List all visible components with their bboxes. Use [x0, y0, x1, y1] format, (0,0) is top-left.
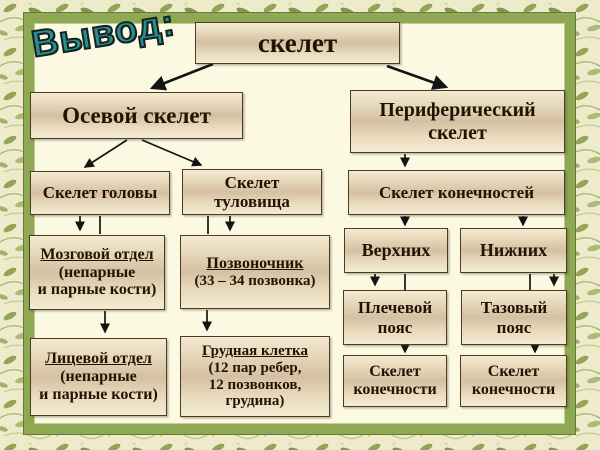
node-perifericheskiy-skelet: Периферический скелет	[350, 90, 565, 153]
node-mozgovoy-otdel: Мозговой отдел (непарные и парные кости)	[29, 235, 165, 310]
node-title: Мозговой отдел	[40, 245, 154, 263]
node-line: Тазовый	[480, 298, 548, 318]
node-title: Грудная клетка	[202, 342, 308, 359]
node-line: и парные кости)	[37, 281, 157, 299]
node-line: и парные кости)	[39, 385, 158, 403]
node-label: Верхних	[361, 240, 431, 261]
node-line: (непарные	[60, 368, 137, 386]
node-plechevoy-poyas: Плечевой пояс	[343, 290, 447, 345]
node-title: Позвоночник	[206, 254, 304, 272]
node-grudnaya-kletka: Грудная клетка (12 пар ребер, 12 позвонк…	[180, 336, 330, 417]
node-line: конечности	[471, 381, 556, 398]
node-line: Скелет	[224, 172, 280, 192]
node-tazovyy-poyas: Тазовый пояс	[461, 290, 567, 345]
node-line: Скелет	[487, 363, 540, 381]
node-line: туловища	[214, 192, 290, 211]
node-label: Нижних	[479, 240, 548, 261]
node-skelet: скелет	[195, 22, 400, 64]
node-line: грудина)	[225, 393, 285, 410]
node-line: 12 позвонков,	[208, 376, 302, 393]
node-skelet-konechnosti-verkhney: Скелет конечности	[343, 355, 447, 407]
node-line: (33 – 34 позвонка)	[194, 272, 316, 289]
node-line: Скелет	[369, 363, 421, 381]
node-nizhnikh: Нижних	[460, 228, 567, 273]
node-line: пояс	[377, 317, 413, 337]
node-label: скелет	[257, 27, 338, 58]
node-litsevoy-otdel: Лицевой отдел (непарные и парные кости)	[30, 338, 167, 416]
node-line: (12 пар ребер,	[208, 359, 302, 376]
node-skelet-golovy: Скелет головы	[30, 171, 170, 215]
node-verkhnikh: Верхних	[344, 228, 448, 273]
node-skelet-konechnosti-nizhney: Скелет конечности	[460, 355, 567, 407]
node-label: Скелет конечностей	[379, 182, 534, 202]
node-label: Осевой скелет	[62, 102, 211, 128]
node-pozvonochnik: Позвоночник (33 – 34 позвонка)	[180, 235, 330, 309]
node-line: Плечевой	[357, 298, 433, 318]
node-skelet-konechnostey: Скелет конечностей	[348, 170, 565, 215]
node-line: конечности	[353, 381, 437, 398]
node-title: Лицевой отдел	[45, 350, 152, 368]
node-line: пояс	[496, 317, 532, 337]
node-label: Скелет головы	[42, 183, 158, 203]
node-line: Периферический	[379, 99, 536, 122]
node-line: скелет	[428, 121, 487, 144]
node-line: (непарные	[58, 263, 136, 281]
node-osevoy-skelet: Осевой скелет	[30, 92, 243, 139]
node-skelet-tulovishcha: Скелет туловища	[182, 169, 322, 215]
